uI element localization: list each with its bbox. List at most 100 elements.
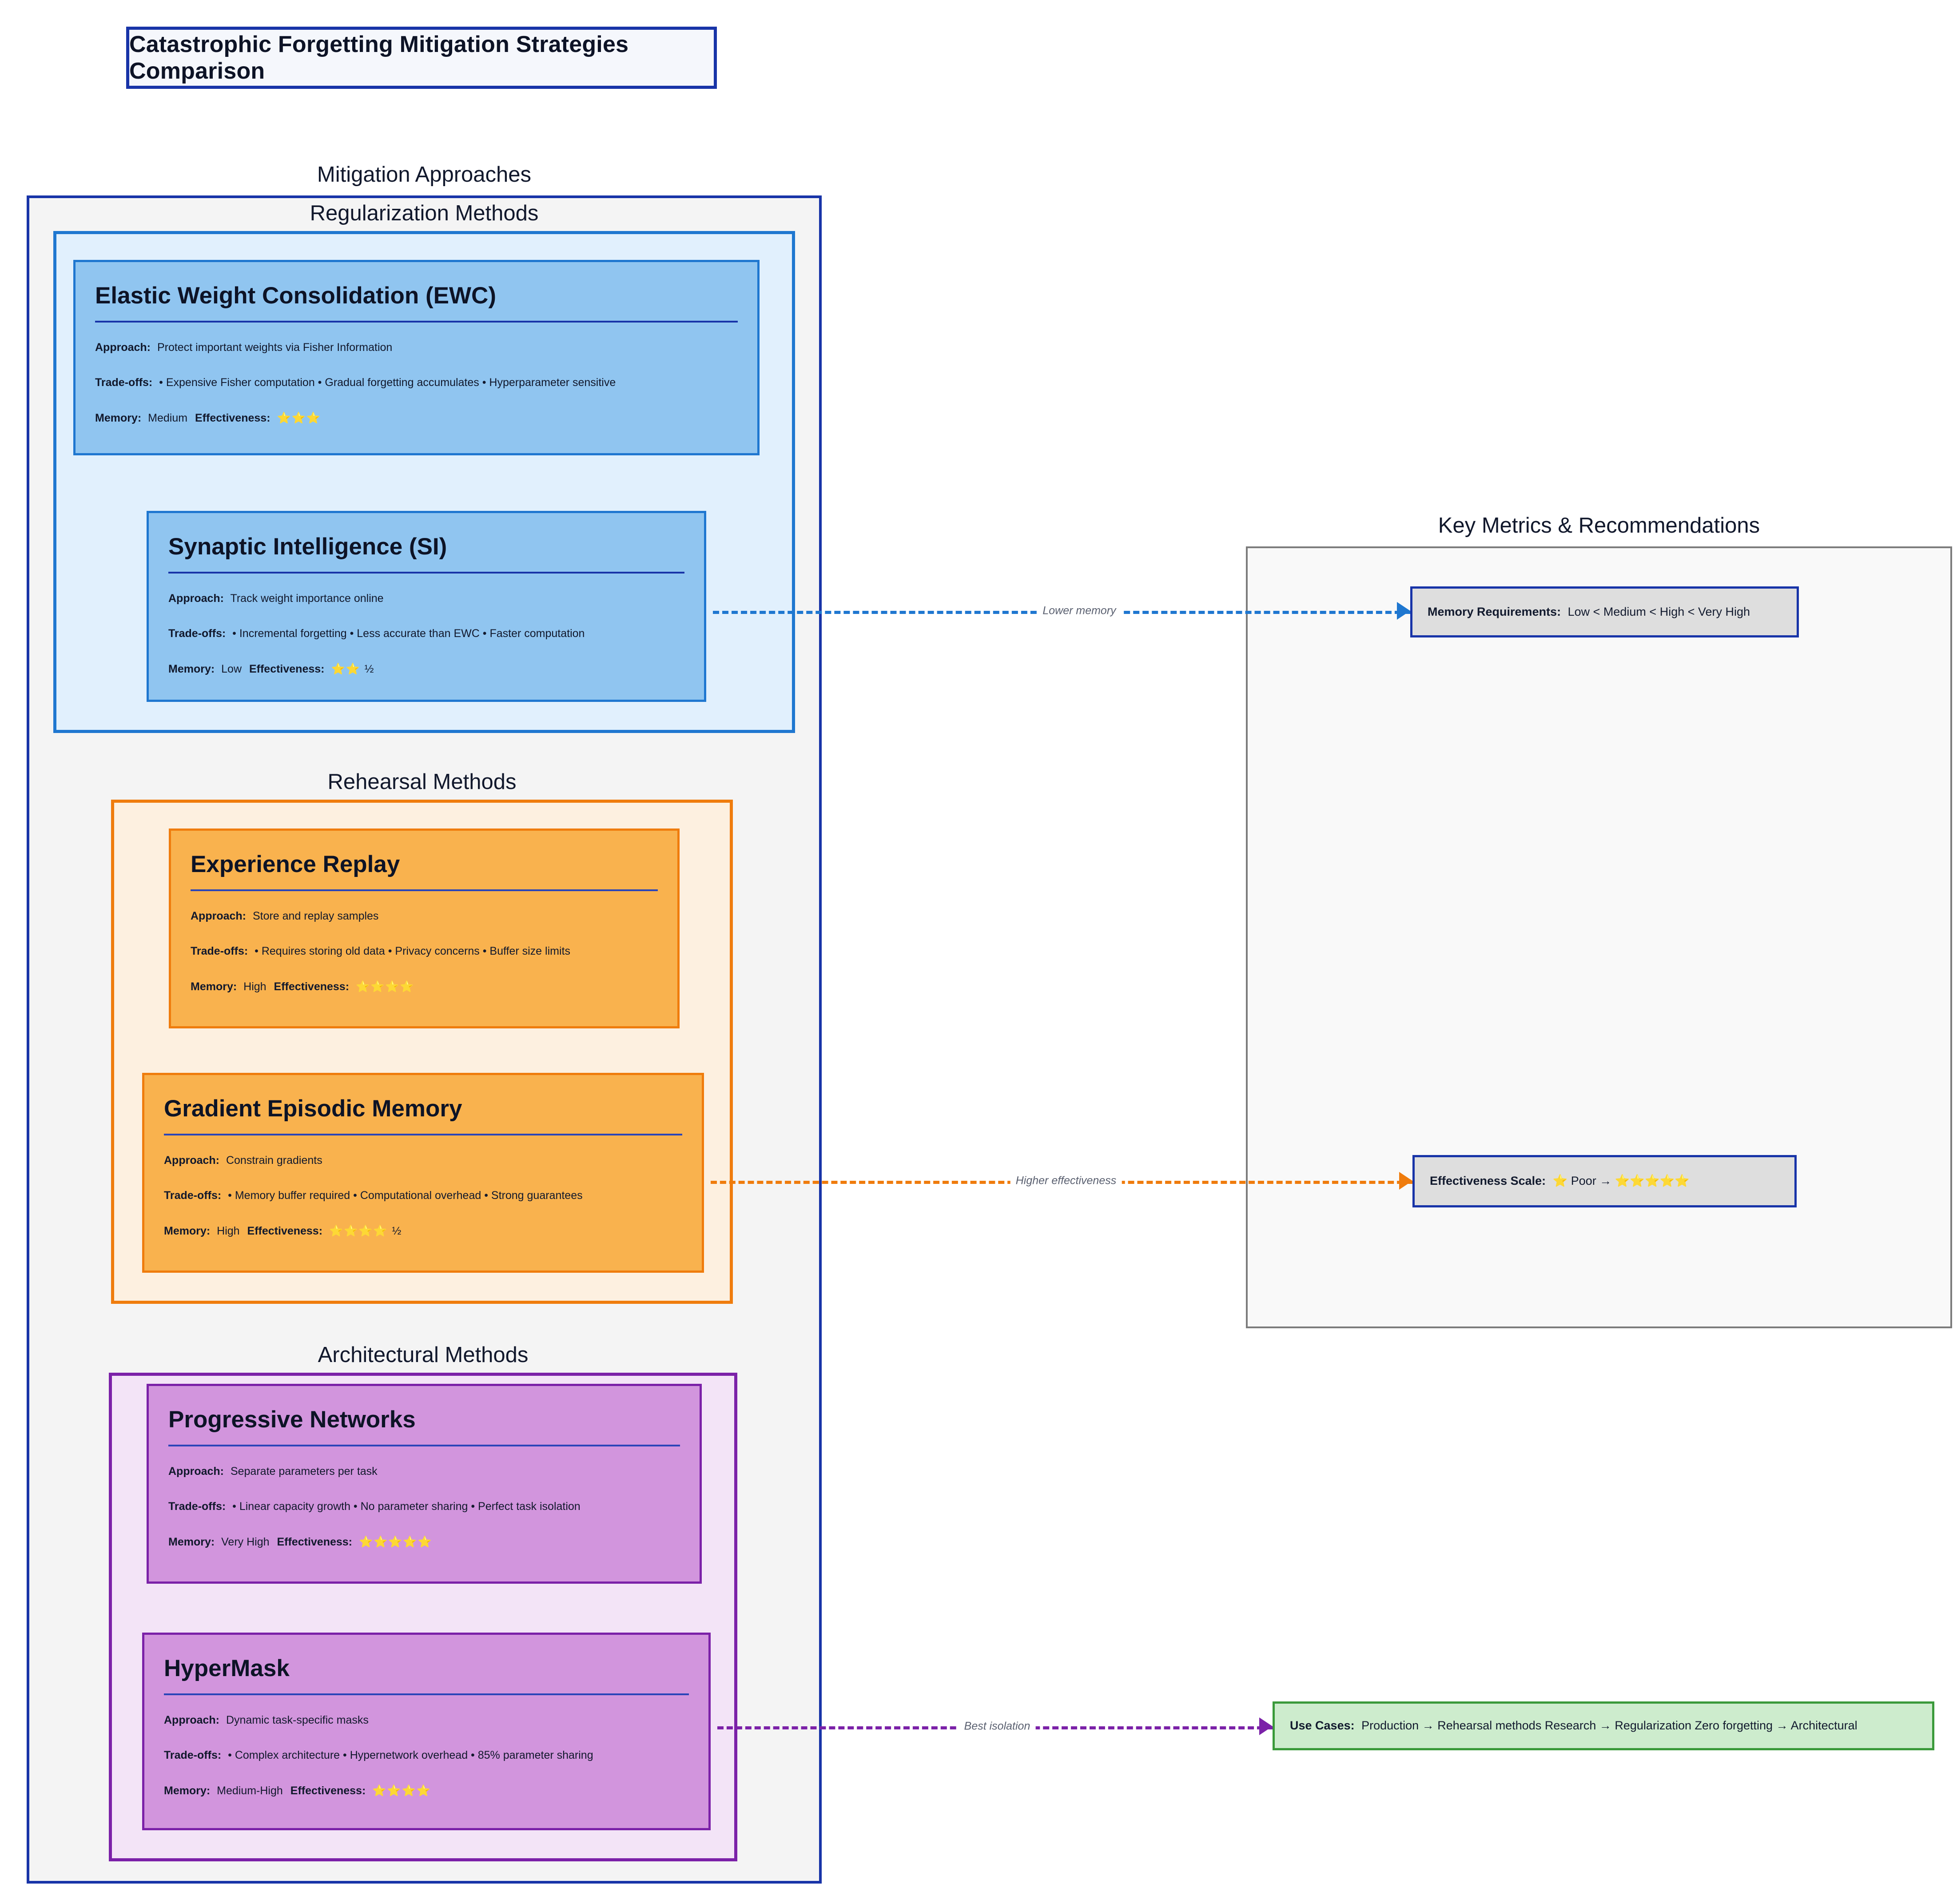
card-memory-effectiveness-row: Memory: High Effectiveness: ⭐⭐⭐⭐ (191, 980, 658, 995)
edge-label-lower-memory: Lower memory (1037, 604, 1122, 617)
memory-value: Low (221, 663, 242, 676)
cluster-title-architectural-methods: Architectural Methods (318, 1343, 529, 1367)
approach-value: Track weight importance online (230, 592, 384, 605)
cluster-title-regularization-methods: Regularization Methods (310, 201, 539, 225)
card-divider (168, 1444, 680, 1446)
memory-value: Medium-High (217, 1785, 283, 1797)
approach-label: Approach: (168, 592, 224, 605)
card-memory-effectiveness-row: Memory: High Effectiveness: ⭐⭐⭐⭐ ½ (164, 1224, 682, 1239)
card-memory-effectiveness-row: Memory: Medium Effectiveness: ⭐⭐⭐ (95, 411, 738, 426)
approach-label: Approach: (164, 1713, 219, 1726)
effectiveness-scale-value: ⭐ Poor → ⭐⭐⭐⭐⭐ (1552, 1174, 1690, 1188)
effectiveness-label: Effectiveness: (249, 663, 325, 676)
effectiveness-scale-label: Effectiveness Scale: (1430, 1174, 1546, 1188)
approach-label: Approach: (191, 909, 246, 922)
effectiveness-label: Effectiveness: (290, 1785, 366, 1797)
memory-label: Memory: (95, 412, 142, 425)
approach-value: Constrain gradients (226, 1154, 322, 1167)
tradeoffs-value: • Linear capacity growth • No parameter … (232, 1500, 581, 1513)
approach-label: Approach: (164, 1154, 219, 1167)
card-divider (95, 320, 738, 323)
star-rating-icon: ⭐⭐⭐⭐ (372, 1785, 431, 1797)
memory-label: Memory: (168, 663, 215, 676)
card-title: Synaptic Intelligence (SI) (168, 534, 447, 560)
card-tradeoffs-row: Trade-offs: • Memory buffer required • C… (164, 1188, 682, 1203)
tradeoffs-value: • Requires storing old data • Privacy co… (255, 945, 570, 958)
edge-label-best-isolation: Best isolation (959, 1720, 1036, 1733)
memory-label: Memory: (164, 1785, 211, 1797)
cluster-title-mitigation-approaches: Mitigation Approaches (317, 163, 532, 187)
star-rating-icon: ⭐⭐⭐⭐ (356, 980, 415, 993)
tradeoffs-value: • Memory buffer required • Computational… (228, 1189, 583, 1202)
card-memory-effectiveness-row: Memory: Medium-High Effectiveness: ⭐⭐⭐⭐ (164, 1784, 689, 1799)
pill-effectiveness-scale[interactable]: Effectiveness Scale: ⭐ Poor → ⭐⭐⭐⭐⭐ (1412, 1155, 1797, 1207)
card-tradeoffs-row: Trade-offs: • Linear capacity growth • N… (168, 1499, 680, 1514)
tradeoffs-label: Trade-offs: (168, 1500, 226, 1513)
diagram-title-banner: Catastrophic Forgetting Mitigation Strat… (126, 27, 717, 89)
cluster-title-rehearsal-methods: Rehearsal Methods (327, 770, 517, 794)
tradeoffs-value: • Complex architecture • Hypernetwork ov… (228, 1749, 593, 1762)
card-tradeoffs-row: Trade-offs: • Requires storing old data … (191, 944, 658, 959)
cluster-key-metrics-recommendations (1246, 546, 1952, 1328)
arrowhead-icon (1397, 602, 1410, 620)
approach-value: Protect important weights via Fisher Inf… (157, 341, 393, 354)
edge-label-higher-effectiveness: Higher effectiveness (1010, 1174, 1122, 1187)
diagram-title: Catastrophic Forgetting Mitigation Strat… (129, 32, 629, 84)
star-rating-icon: ⭐⭐⭐⭐ ½ (329, 1225, 402, 1238)
card-title: Gradient Episodic Memory (164, 1095, 462, 1122)
approach-value: Separate parameters per task (230, 1465, 378, 1478)
star-rating-icon: ⭐⭐ ½ (331, 663, 375, 676)
card-approach-row: Approach: Constrain gradients (164, 1153, 682, 1168)
card-approach-row: Approach: Track weight importance online (168, 591, 684, 606)
card-title: Experience Replay (191, 851, 400, 877)
effectiveness-label: Effectiveness: (195, 412, 270, 425)
card-hypermask[interactable]: HyperMask Approach: Dynamic task-specifi… (142, 1633, 711, 1830)
tradeoffs-label: Trade-offs: (168, 627, 226, 640)
card-tradeoffs-row: Trade-offs: • Complex architecture • Hyp… (164, 1748, 689, 1763)
memory-value: Very High (221, 1536, 270, 1549)
star-rating-icon: ⭐⭐⭐ (277, 412, 321, 425)
approach-value: Store and replay samples (252, 909, 379, 922)
memory-label: Memory: (191, 980, 237, 993)
card-progressive-networks[interactable]: Progressive Networks Approach: Separate … (147, 1384, 702, 1584)
arrowhead-icon (1399, 1172, 1412, 1190)
card-gradient-episodic-memory[interactable]: Gradient Episodic Memory Approach: Const… (142, 1073, 704, 1273)
memory-value: Medium (148, 412, 188, 425)
card-approach-row: Approach: Store and replay samples (191, 909, 658, 924)
card-synaptic-intelligence[interactable]: Synaptic Intelligence (SI) Approach: Tra… (147, 511, 706, 702)
approach-value: Dynamic task-specific masks (226, 1713, 369, 1726)
tradeoffs-label: Trade-offs: (95, 376, 153, 389)
memory-requirements-label: Memory Requirements: (1428, 605, 1561, 618)
memory-label: Memory: (164, 1225, 211, 1238)
card-approach-row: Approach: Dynamic task-specific masks (164, 1713, 689, 1728)
card-tradeoffs-row: Trade-offs: • Expensive Fisher computati… (95, 375, 738, 390)
card-title: HyperMask (164, 1655, 290, 1681)
card-divider (191, 889, 658, 891)
card-approach-row: Approach: Protect important weights via … (95, 340, 738, 355)
card-experience-replay[interactable]: Experience Replay Approach: Store and re… (169, 829, 680, 1028)
card-memory-effectiveness-row: Memory: Very High Effectiveness: ⭐⭐⭐⭐⭐ (168, 1535, 680, 1550)
pill-memory-requirements[interactable]: Memory Requirements: Low < Medium < High… (1410, 586, 1799, 637)
approach-label: Approach: (168, 1465, 224, 1478)
card-tradeoffs-row: Trade-offs: • Incremental forgetting • L… (168, 626, 684, 641)
effectiveness-label: Effectiveness: (247, 1225, 323, 1238)
card-elastic-weight-consolidation[interactable]: Elastic Weight Consolidation (EWC) Appro… (73, 260, 760, 455)
pill-use-cases[interactable]: Use Cases: Production → Rehearsal method… (1273, 1701, 1934, 1750)
card-divider (164, 1693, 689, 1695)
effectiveness-label: Effectiveness: (274, 980, 350, 993)
arrowhead-icon (1259, 1717, 1273, 1735)
tradeoffs-label: Trade-offs: (164, 1749, 222, 1762)
tradeoffs-label: Trade-offs: (191, 945, 248, 958)
use-cases-value: Production → Rehearsal methods Research … (1361, 1719, 1858, 1733)
card-divider (168, 571, 684, 574)
effectiveness-label: Effectiveness: (277, 1536, 353, 1549)
memory-label: Memory: (168, 1536, 215, 1549)
memory-value: High (243, 980, 267, 993)
approach-label: Approach: (95, 341, 151, 354)
cluster-title-key-metrics: Key Metrics & Recommendations (1438, 514, 1760, 538)
card-memory-effectiveness-row: Memory: Low Effectiveness: ⭐⭐ ½ (168, 662, 684, 677)
card-approach-row: Approach: Separate parameters per task (168, 1464, 680, 1479)
card-title: Progressive Networks (168, 1406, 416, 1433)
memory-requirements-value: Low < Medium < High < Very High (1567, 605, 1750, 618)
star-rating-icon: ⭐⭐⭐⭐⭐ (358, 1536, 433, 1549)
